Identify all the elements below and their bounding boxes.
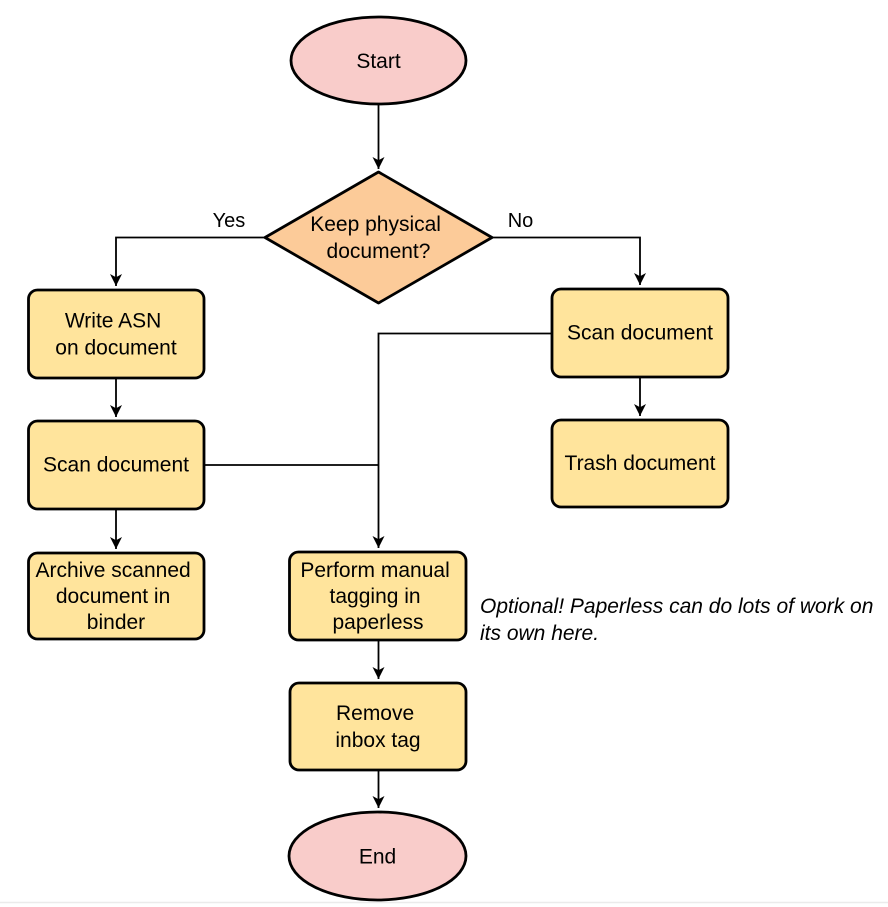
start-label: Start [356, 50, 401, 73]
trash-label: Trash document [565, 452, 716, 475]
end-label: End [359, 846, 396, 869]
write-asn-label: Write ASN on document [55, 309, 177, 359]
decision-diamond [263, 170, 494, 305]
scan-left-label: Scan document [43, 454, 189, 477]
node-scan-right: Scan document [550, 287, 730, 379]
scan-right-label: Scan document [567, 322, 713, 345]
node-archive: Archive scanned document in binder [27, 551, 206, 641]
node-tagging: Perform manual tagging in paperless [288, 550, 468, 642]
edge-decision-yes [110, 236, 265, 286]
annotation-optional-note: Optional! Paperless can do lots of work … [480, 595, 879, 645]
edge-label-yes: Yes [213, 210, 246, 232]
trash-box [550, 418, 730, 509]
remove-inbox-label: Remove inbox tag [335, 702, 420, 752]
scan-left-box [27, 419, 206, 511]
edge-decision-no [492, 236, 646, 285]
end-ellipse [287, 810, 468, 902]
write-asn-box [27, 288, 206, 380]
tagging-label: Perform manual tagging in paperless [300, 559, 455, 634]
node-trash: Trash document [550, 418, 730, 509]
node-end: End [287, 810, 468, 902]
scan-right-box [550, 287, 730, 379]
node-start: Start [289, 15, 468, 106]
flowchart: Yes No Start Keep physical document? Wri… [27, 15, 879, 902]
tagging-box [288, 550, 468, 642]
node-decision: Keep physical document? [263, 170, 494, 305]
edge-label-no: No [508, 210, 534, 232]
remove-inbox-box [288, 681, 468, 772]
decision-label: Keep physical document? [310, 213, 447, 263]
node-write-asn: Write ASN on document [27, 288, 206, 380]
edge-scanright-to-tagging [372, 332, 552, 548]
node-scan-left: Scan document [27, 419, 206, 511]
node-remove-inbox: Remove inbox tag [288, 681, 468, 772]
archive-label: Archive scanned document in binder [35, 559, 196, 634]
start-ellipse [289, 15, 468, 106]
archive-box [27, 551, 206, 641]
